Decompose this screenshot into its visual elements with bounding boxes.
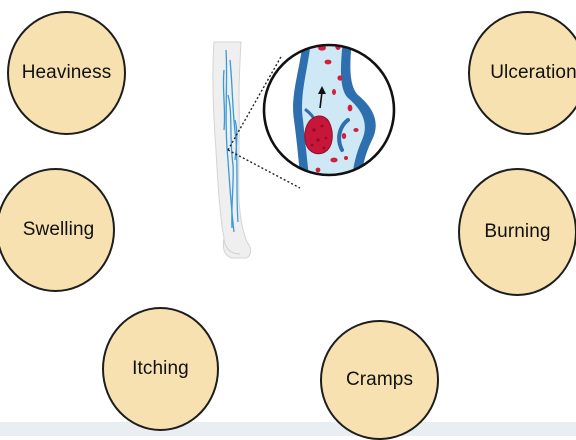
symptom-label: Ulceration [490, 62, 576, 84]
symptom-label: Cramps [346, 369, 413, 391]
magnified-vein [264, 40, 394, 200]
symptom-burning: Burning [458, 168, 576, 296]
symptom-itching: Itching [102, 307, 219, 431]
symptom-swelling: Swelling [0, 168, 115, 292]
symptom-label: Swelling [23, 219, 95, 241]
symptom-cramps: Cramps [320, 320, 439, 440]
symptom-ulceration: Ulceration [468, 11, 576, 135]
symptom-heaviness: Heaviness [7, 11, 126, 135]
symptom-label: Itching [132, 358, 189, 380]
symptom-label: Burning [484, 221, 550, 243]
leg-illustration [213, 42, 251, 258]
symptom-label: Heaviness [22, 62, 112, 84]
